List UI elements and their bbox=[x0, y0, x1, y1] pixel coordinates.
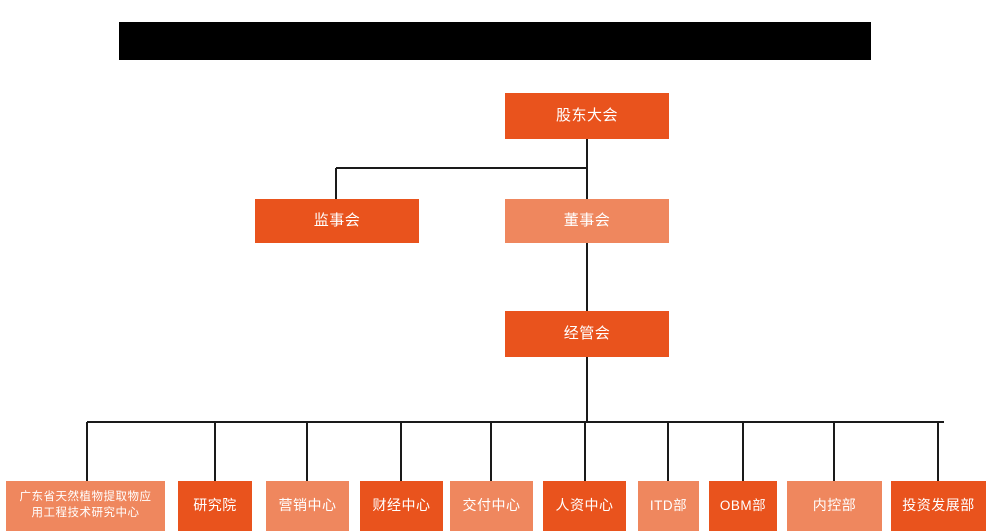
node-label: 投资发展部 bbox=[902, 497, 975, 514]
node-obm-dept[interactable]: OBM部 bbox=[709, 481, 777, 531]
node-internal-control-dept[interactable]: 内控部 bbox=[787, 481, 882, 531]
node-label: 营销中心 bbox=[278, 497, 337, 514]
node-research-center[interactable]: 广东省天然植物提取物应 用工程技术研究中心 bbox=[6, 481, 165, 531]
node-label: 人资中心 bbox=[555, 497, 614, 514]
node-itd-dept[interactable]: ITD部 bbox=[638, 481, 699, 531]
node-label: 内控部 bbox=[812, 497, 857, 514]
node-label: 经管会 bbox=[563, 324, 611, 342]
node-label: 董事会 bbox=[563, 211, 611, 229]
node-label: 监事会 bbox=[313, 211, 361, 229]
node-investment-development-dept[interactable]: 投资发展部 bbox=[891, 481, 986, 531]
node-label: 研究院 bbox=[193, 497, 237, 514]
node-delivery-center[interactable]: 交付中心 bbox=[450, 481, 533, 531]
node-label: 财经中心 bbox=[372, 497, 431, 514]
redacted-title-bar bbox=[119, 22, 871, 60]
node-research-institute[interactable]: 研究院 bbox=[178, 481, 252, 531]
node-label: ITD部 bbox=[649, 497, 688, 513]
node-management-committee[interactable]: 经管会 bbox=[505, 311, 669, 357]
node-board-of-directors[interactable]: 董事会 bbox=[505, 199, 669, 243]
node-marketing-center[interactable]: 营销中心 bbox=[266, 481, 349, 531]
node-shareholders-meeting[interactable]: 股东大会 bbox=[505, 93, 669, 139]
node-label: 股东大会 bbox=[555, 106, 618, 124]
node-finance-center[interactable]: 财经中心 bbox=[360, 481, 443, 531]
node-label: OBM部 bbox=[719, 497, 767, 513]
node-label: 交付中心 bbox=[462, 497, 521, 514]
node-label: 广东省天然植物提取物应 用工程技术研究中心 bbox=[19, 491, 152, 519]
node-hr-center[interactable]: 人资中心 bbox=[543, 481, 626, 531]
node-board-of-supervisors[interactable]: 监事会 bbox=[255, 199, 419, 243]
